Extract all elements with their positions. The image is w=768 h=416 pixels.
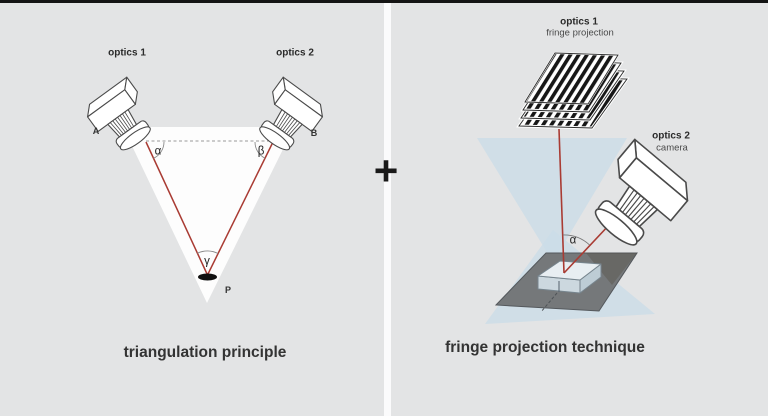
- white-view-cone: [123, 127, 294, 303]
- beta-angle-arc: [254, 141, 266, 159]
- ray-b-to-p: [206, 141, 274, 276]
- left-caption: triangulation principle: [123, 344, 287, 362]
- gamma-angle-arc: [197, 250, 219, 254]
- projection-cone-upper: [477, 138, 627, 262]
- point-b-label: B: [310, 127, 318, 138]
- fringe-projection-diagram: [477, 51, 697, 324]
- point-a-label: A: [92, 125, 100, 136]
- camera-sight-ray: [563, 223, 611, 274]
- table-crease-dashed-line: [540, 292, 558, 313]
- left-optics2-label: optics 2: [276, 47, 314, 59]
- plus-sign: +: [373, 147, 399, 194]
- angle-alpha-label-right: α: [569, 234, 577, 247]
- point-p-label: P: [224, 284, 232, 295]
- right-optics1-sublabel: fringe projection: [546, 27, 614, 39]
- alpha-angle-arc: [153, 141, 165, 159]
- alpha-angle-arc-right: [562, 234, 590, 246]
- right-optics2-sublabel: camera: [656, 142, 688, 154]
- top-bar: [0, 0, 768, 3]
- right-optics1-label: optics 1: [560, 16, 598, 28]
- measurement-table: [494, 252, 638, 313]
- fringe-plates-icon: [516, 51, 630, 130]
- right-optics2-label: optics 2: [652, 130, 690, 142]
- triangulation-diagram: [81, 76, 329, 303]
- angle-gamma-label: γ: [204, 255, 210, 268]
- left-optics1-label: optics 1: [108, 47, 146, 59]
- projection-ray: [558, 128, 565, 274]
- table-corner-shadow: [586, 253, 637, 285]
- right-caption: fringe projection technique: [445, 339, 645, 357]
- angle-beta-label: β: [257, 145, 265, 158]
- panel-divider: [384, 3, 391, 416]
- angle-alpha-label: α: [154, 145, 162, 158]
- measured-point-dot: [198, 273, 217, 281]
